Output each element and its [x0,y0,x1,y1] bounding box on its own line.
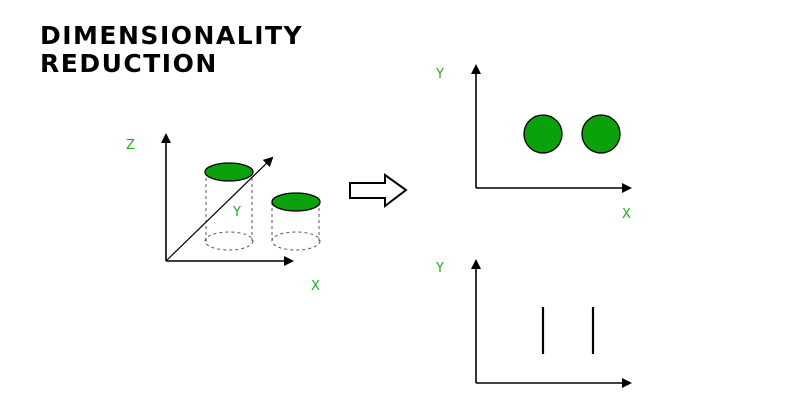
x-axis-label-3d: X [311,279,320,294]
diagram-2d: Y X [435,64,632,222]
x-axis-label-2d: X [622,207,631,222]
page-title: DIMENSIONALITY REDUCTION [40,22,303,78]
title-line-2: REDUCTION [40,49,218,78]
y-axis-label-2d: Y [435,67,444,82]
cylinder-front [271,202,321,251]
projected-circle-2 [581,114,621,154]
title-line-1: DIMENSIONALITY [40,21,304,50]
cylinder-top-back [204,162,254,182]
z-axis-label: Z [126,138,135,153]
cylinder-top-front [271,192,321,212]
diagram-1d: Y [435,259,632,388]
cylinder-back [204,172,254,251]
y-axis-3d [165,156,274,262]
projected-circle-1 [523,114,563,154]
diagram-3d: Z Y X [126,133,321,294]
y-axis-label-3d: Y [232,205,241,220]
y-axis-label-1d: Y [435,261,444,276]
hollow-right-arrow-icon [349,173,408,209]
